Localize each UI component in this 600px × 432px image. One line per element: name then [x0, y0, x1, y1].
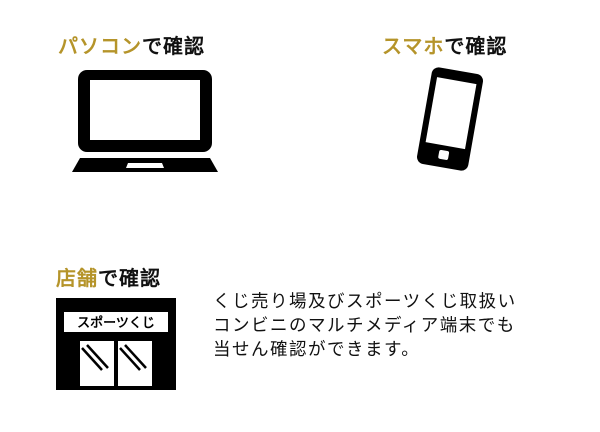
smartphone-heading-accent: スマホ: [382, 34, 445, 58]
store-description: くじ売り場及びスポーツくじ取扱い コンビニのマルチメディア端末でも 当せん確認が…: [213, 290, 583, 362]
store-sign-text: スポーツくじ: [77, 315, 155, 331]
store-heading-accent: 店舗: [56, 266, 98, 290]
description-line: くじ売り場及びスポーツくじ取扱い: [213, 292, 517, 312]
pc-heading-accent: パソコン: [58, 34, 142, 58]
pc-check-heading: パソコンで確認: [58, 30, 205, 59]
smartphone-heading-rest: で確認: [444, 34, 508, 58]
description-line: コンビニのマルチメディア端末でも: [213, 316, 516, 336]
smartphone-check-heading: スマホで確認: [382, 30, 507, 59]
pc-heading-rest: で確認: [142, 34, 205, 58]
smartphone-icon: [416, 67, 484, 171]
store-icon: スポーツくじ: [56, 298, 176, 390]
description-line: 当せん確認ができます。: [213, 340, 421, 360]
store-heading-rest: で確認: [98, 266, 161, 290]
store-check-heading: 店舗で確認: [56, 262, 161, 291]
laptop-icon: [72, 70, 218, 172]
